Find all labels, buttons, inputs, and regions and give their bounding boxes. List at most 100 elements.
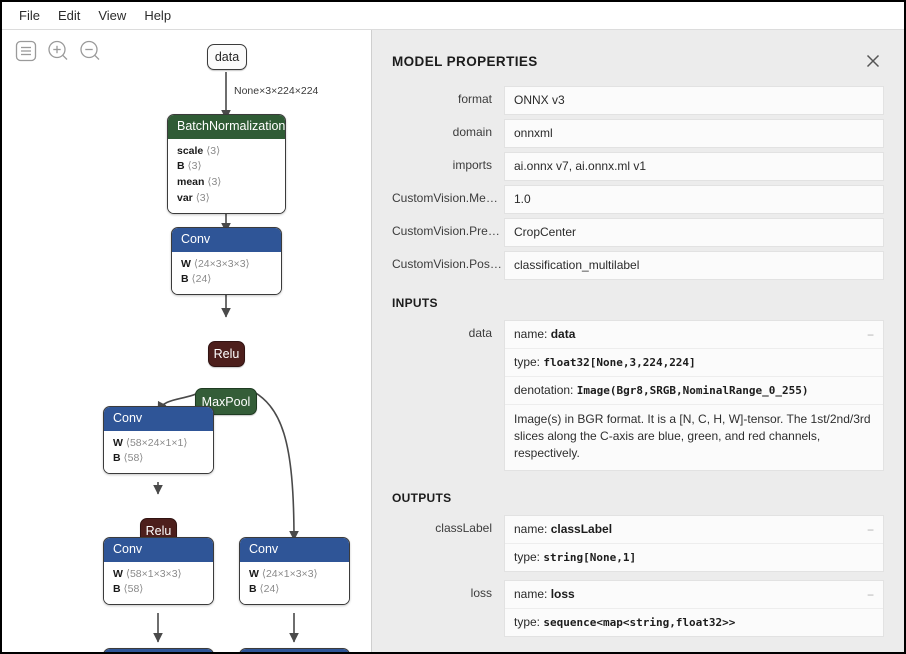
node-attr: B ⟨58⟩ (113, 583, 144, 596)
graph-node-conv-4-header: Conv (240, 538, 349, 562)
property-row-imports: imports ai.onnx v7, ai.onnx.ml v1 (372, 152, 904, 185)
section-title-outputs: OUTPUTS (392, 491, 452, 505)
node-attr: mean ⟨3⟩ (177, 176, 222, 189)
output-row-classlabel: classLabel name: classLabel − type: stri… (372, 515, 904, 580)
input-type-line: type: float32[None,3,224,224] (505, 349, 883, 377)
property-value[interactable]: ai.onnx v7, ai.onnx.ml v1 (504, 152, 884, 181)
input-name-prefix: name: (514, 327, 551, 341)
property-value[interactable]: 1.0 (504, 185, 884, 214)
node-attr: W ⟨58×24×1×1⟩ (113, 436, 188, 449)
graph-node-conv-6[interactable]: Conv (239, 648, 350, 652)
property-value[interactable]: ONNX v3 (504, 86, 884, 115)
node-attr: scale ⟨3⟩ (177, 144, 221, 157)
graph-node-maxpool[interactable]: MaxPool (195, 388, 257, 415)
input-type-prefix: type: (514, 355, 544, 369)
edge-label-data-shape: None×3×224×224 (234, 85, 319, 97)
menu-icon[interactable] (14, 39, 38, 63)
model-properties-panel: MODEL PROPERTIES format ONNX v3 domain o… (371, 30, 904, 652)
output-name-value: classLabel (550, 522, 613, 536)
property-value[interactable]: CropCenter (504, 218, 884, 247)
output-type-prefix: type: (514, 550, 544, 564)
node-attr: W ⟨24×3×3×3⟩ (181, 257, 250, 270)
node-attr: var ⟨3⟩ (177, 191, 210, 204)
property-row-format: format ONNX v3 (372, 86, 904, 119)
property-row-customvision-postprocess: CustomVision.Pos… classification_multila… (372, 251, 904, 284)
graph-node-conv-1-attrs: W ⟨24×3×3×3⟩ B ⟨24⟩ (172, 251, 281, 295)
property-value[interactable]: onnxml (504, 119, 884, 148)
output-type-prefix: type: (514, 615, 544, 629)
property-label: CustomVision.Me… (392, 191, 498, 205)
graph-node-conv-2-header: Conv (104, 407, 213, 431)
graph-node-relu-1[interactable]: Relu (208, 341, 245, 367)
menu-item-view[interactable]: View (98, 8, 127, 23)
property-label: format (457, 92, 492, 106)
panel-header: MODEL PROPERTIES (372, 30, 904, 86)
zoom-out-icon[interactable] (78, 39, 102, 63)
output-type-line: type: string[None,1] (505, 544, 883, 571)
node-attr: B ⟨58⟩ (113, 452, 144, 465)
input-description: Image(s) in BGR format. It is a [N, C, H… (514, 412, 871, 460)
graph-canvas[interactable]: None×3×224×224 data BatchNormalization s… (2, 30, 371, 652)
property-row-customvision-metadata: CustomVision.Me… 1.0 (372, 185, 904, 218)
graph-node-batchnormalization[interactable]: BatchNormalization scale ⟨3⟩ B ⟨3⟩ mean … (167, 114, 286, 214)
property-label: domain (452, 125, 492, 139)
output-name-value: loss (550, 587, 575, 601)
graph-node-data-label: data (214, 50, 240, 64)
property-label: imports (452, 158, 492, 172)
output-name-line: name: loss − (505, 581, 883, 609)
input-name-value: data (550, 327, 576, 341)
graph-node-data[interactable]: data (207, 44, 247, 70)
property-row-customvision-preprocess: CustomVision.Pre… CropCenter (372, 218, 904, 251)
property-row-domain: domain onnxml (372, 119, 904, 152)
node-attr: B ⟨24⟩ (249, 583, 280, 596)
graph-node-maxpool-label: MaxPool (201, 394, 251, 409)
close-icon[interactable] (864, 52, 882, 70)
page-title: MODEL PROPERTIES (392, 53, 538, 69)
input-denotation-value: Image(Bgr8,SRGB,NominalRange_0_255) (576, 384, 809, 397)
output-name-prefix: name: (514, 522, 551, 536)
graph-node-conv-2-attrs: W ⟨58×24×1×1⟩ B ⟨58⟩ (104, 430, 213, 474)
graph-node-relu-1-label: Relu (213, 347, 240, 361)
graph-node-conv-3[interactable]: Conv W ⟨58×1×3×3⟩ B ⟨58⟩ (103, 537, 214, 606)
node-attr: B ⟨3⟩ (177, 160, 202, 173)
graph-node-conv-6-header: Conv (240, 649, 349, 652)
output-name-line: name: classLabel − (505, 516, 883, 544)
output-label: loss (470, 586, 492, 600)
zoom-in-icon[interactable] (46, 39, 70, 63)
output-name-prefix: name: (514, 587, 551, 601)
property-value[interactable]: classification_multilabel (504, 251, 884, 280)
collapse-toggle-icon[interactable]: − (866, 587, 874, 602)
output-type-line: type: sequence<map<string,float32>> (505, 609, 883, 636)
node-attr: W ⟨24×1×3×3⟩ (249, 567, 318, 580)
graph-node-conv-3-header: Conv (104, 538, 213, 562)
output-type-value: string[None,1] (543, 551, 637, 564)
property-label: CustomVision.Pre… (392, 224, 500, 238)
node-attr: W ⟨58×1×3×3⟩ (113, 567, 182, 580)
graph-node-conv-1-header: Conv (172, 228, 281, 252)
input-denotation-prefix: denotation: (514, 383, 577, 397)
collapse-toggle-icon[interactable]: − (866, 327, 874, 342)
output-details: name: loss − type: sequence<map<string,f… (504, 580, 884, 637)
graph-node-conv-1[interactable]: Conv W ⟨24×3×3×3⟩ B ⟨24⟩ (171, 227, 282, 296)
output-row-loss: loss name: loss − type: sequence<map<str… (372, 580, 904, 645)
output-details: name: classLabel − type: string[None,1] (504, 515, 884, 572)
menu-item-help[interactable]: Help (144, 8, 172, 23)
graph-node-conv-4-attrs: W ⟨24×1×3×3⟩ B ⟨24⟩ (240, 561, 349, 605)
graph-node-conv-4[interactable]: Conv W ⟨24×1×3×3⟩ B ⟨24⟩ (239, 537, 350, 606)
graph-node-conv-2[interactable]: Conv W ⟨58×24×1×1⟩ B ⟨58⟩ (103, 406, 214, 475)
input-details: name: data − type: float32[None,3,224,22… (504, 320, 884, 471)
input-label: data (468, 326, 492, 340)
output-label: classLabel (435, 521, 492, 535)
collapse-toggle-icon[interactable]: − (866, 522, 874, 537)
menu-bar: File Edit View Help (2, 2, 904, 30)
section-title-inputs: INPUTS (392, 296, 438, 310)
graph-toolbar (14, 39, 102, 63)
menu-item-file[interactable]: File (19, 8, 40, 23)
output-type-value: sequence<map<string,float32>> (543, 616, 736, 629)
graph-node-batchnormalization-header: BatchNormalization (168, 115, 285, 139)
graph-node-conv-5[interactable]: Conv (103, 648, 214, 652)
graph-node-relu-2-label: Relu (145, 524, 172, 538)
menu-item-edit[interactable]: Edit (57, 8, 81, 23)
graph-node-conv-5-header: Conv (104, 649, 213, 652)
